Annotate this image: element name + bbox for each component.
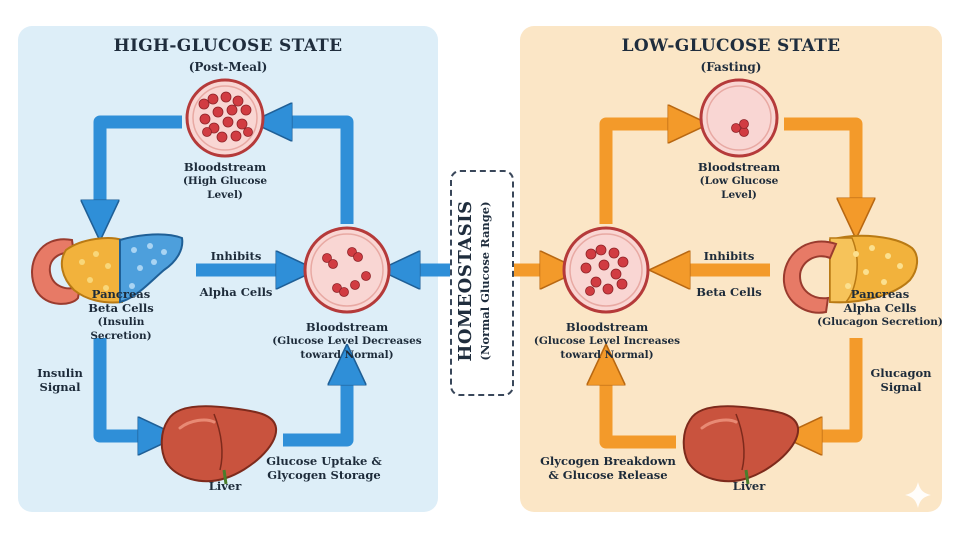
low-panel-title: LOW-GLUCOSE STATE <box>621 36 841 56</box>
arrow-mid-to-top <box>290 122 354 224</box>
high-pancreas-label: Pancreas Beta Cells (Insulin Secretion) <box>88 287 154 342</box>
low-liver-label: Liver <box>732 479 766 493</box>
arrow-liver-to-mid <box>283 383 347 447</box>
liver-icon <box>682 405 800 485</box>
arrow-liver-to-mid-low <box>606 383 676 449</box>
low-inhibits-target-label: Beta Cells <box>696 285 762 299</box>
arrow-top-to-pancreas <box>100 115 182 202</box>
liver-icon <box>160 405 278 485</box>
bloodstream-cell-icon <box>562 226 650 314</box>
homeostasis-title: HOMEOSTASIS <box>455 200 476 362</box>
low-signal-label: Glucagon Signal <box>870 366 932 394</box>
high-panel-title: HIGH-GLUCOSE STATE <box>113 36 343 56</box>
arrow-mid-to-top-low <box>599 124 670 224</box>
high-signal-label: Insulin Signal <box>37 366 83 394</box>
bloodstream-cell-icon <box>699 78 779 158</box>
pancreas-icon <box>31 233 184 305</box>
arrow-pancreas-down-low <box>820 338 863 436</box>
sparkle-icon <box>905 482 931 508</box>
homeostasis-label: HOMEOSTASIS (Normal Glucose Range) <box>455 161 505 401</box>
low-pancreas-label: Pancreas Alpha Cells (Glucagon Secretion… <box>817 287 943 328</box>
high-bloodstream-mid-label: Bloodstream (Glucose Level Decreases tow… <box>272 320 422 361</box>
pancreas-icon <box>782 234 918 314</box>
high-panel-subtitle: (Post-Meal) <box>188 60 268 74</box>
bloodstream-cell-icon <box>185 78 265 158</box>
high-action-label: Glucose Uptake & Glycogen Storage <box>266 454 382 482</box>
arrow-top-to-pancreas-low <box>784 117 856 200</box>
low-action-label: Glycogen Breakdown & Glucose Release <box>540 454 676 482</box>
low-inhibits-label: Inhibits <box>703 249 755 263</box>
arrow-pancreas-down <box>93 338 140 436</box>
high-liver-label: Liver <box>208 479 242 493</box>
low-bloodstream-mid-label: Bloodstream (Glucose Level Increases tow… <box>533 320 681 361</box>
high-inhibits-target-label: Alpha Cells <box>199 285 273 299</box>
bloodstream-cell-icon <box>303 226 391 314</box>
high-bloodstream-top-label: Bloodstream (High Glucose Level) <box>182 160 268 201</box>
homeostasis-subtitle: (Normal Glucose Range) <box>478 201 492 361</box>
homeostasis-box <box>450 170 514 396</box>
high-inhibits-label: Inhibits <box>210 249 262 263</box>
low-bloodstream-top-label: Bloodstream (Low Glucose Level) <box>697 160 781 201</box>
low-panel-subtitle: (Fasting) <box>700 60 762 74</box>
